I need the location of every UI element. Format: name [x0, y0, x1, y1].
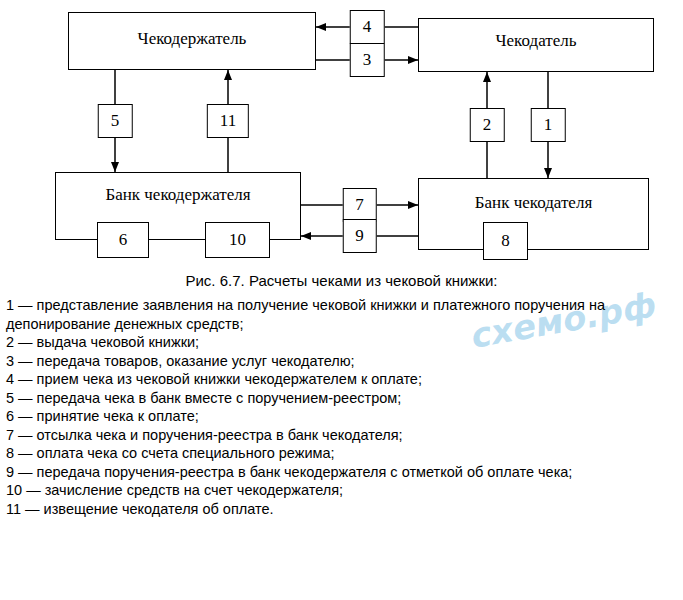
callout-number: 6 — [97, 222, 149, 258]
callout-number: 7 — [342, 188, 377, 222]
callout-number: 9 — [342, 219, 377, 253]
box-label: Банк чекодателя — [419, 193, 648, 213]
callout-number: 11 — [207, 104, 249, 138]
watermark: схемо.рф — [468, 284, 659, 356]
process-box: Чекодатель — [418, 18, 654, 72]
callout-number: 3 — [350, 43, 385, 77]
note-text: 10 — зачисление средств на счет чекодерж… — [6, 481, 676, 500]
callout-number: 2 — [470, 108, 505, 142]
note-text: 4 — прием чека из чековой книжки чекодер… — [6, 370, 676, 389]
box-label: Чекодатель — [419, 31, 653, 51]
legend-list: 1 — представление заявления на получение… — [6, 296, 676, 519]
box-label: Чекодержатель — [69, 29, 315, 49]
process-box: Банк чекодателя — [418, 178, 649, 250]
note-text: 3 — передача товаров, оказание услуг чек… — [6, 352, 676, 371]
note-text: 2 — выдача чековой книжки; — [6, 333, 676, 352]
note-text: 8 — оплата чека со счета специального ре… — [6, 444, 676, 463]
callout-number: 5 — [98, 104, 133, 138]
callout-number: 1 — [531, 108, 566, 142]
callout-number: 4 — [350, 10, 385, 44]
callout-number: 10 — [205, 222, 270, 258]
note-text: 1 — представление заявления на получение… — [6, 296, 676, 333]
process-box: Чекодержатель — [68, 12, 316, 70]
callout-number: 8 — [483, 222, 528, 260]
figure-caption: Рис. 6.7. Расчеты чеками из чековой книж… — [0, 272, 683, 289]
note-text: 7 — отсылка чека и поручения-реестра в б… — [6, 426, 676, 445]
note-text: 11 — извещение чекодателя об оплате. — [6, 500, 676, 519]
note-text: 5 — передача чека в банк вместе с поруче… — [6, 389, 676, 408]
box-label: Банк чекодержателя — [56, 185, 300, 205]
note-text: 9 — передача поручения-реестра в банк че… — [6, 463, 676, 482]
note-text: 6 — принятие чека к оплате; — [6, 407, 676, 426]
